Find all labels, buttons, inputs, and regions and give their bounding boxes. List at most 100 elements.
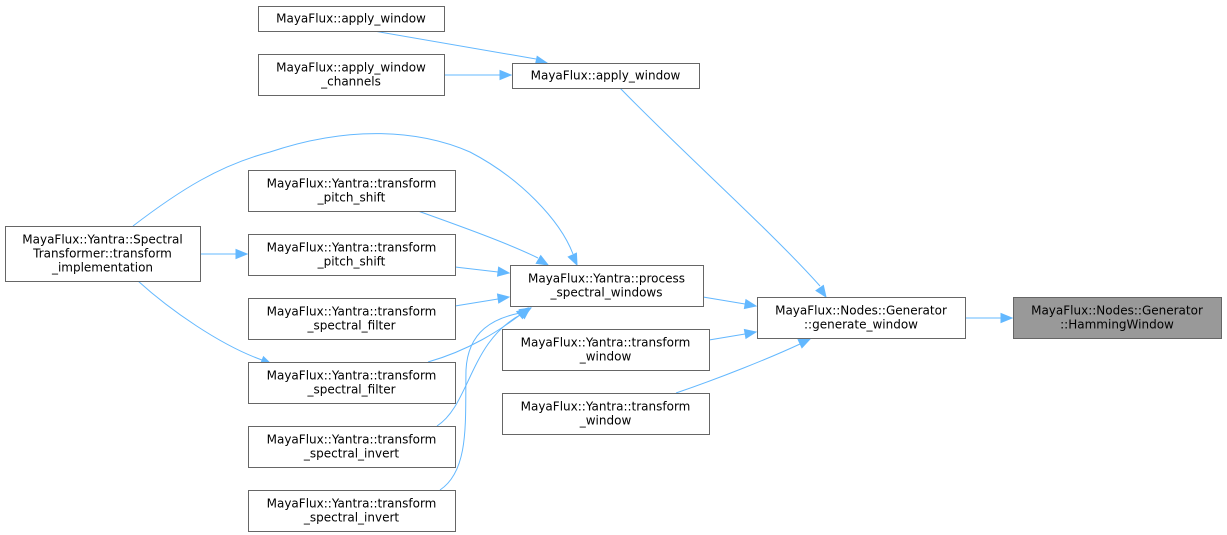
nodes-layer: MayaFlux::Nodes::Generator::HammingWindo… — [5, 6, 1222, 532]
edge-process_spectral_windows-to-generate_window — [702, 296, 758, 310]
edge-line — [132, 133, 574, 255]
arrowhead-icon — [743, 328, 758, 340]
edge-line — [454, 266, 499, 273]
edge-apply_window_top-to-apply_window_mid — [373, 30, 549, 66]
node-box — [1013, 297, 1222, 339]
node-label: ::generate_window — [804, 318, 918, 332]
node-box[interactable] — [248, 234, 456, 276]
node-spectral-filter-1[interactable]: MayaFlux::Yantra::transform_spectral_fil… — [248, 298, 456, 340]
arrowhead-icon — [496, 266, 511, 277]
edge-line — [454, 298, 499, 307]
node-generate-window[interactable]: MayaFlux::Nodes::Generator::generate_win… — [757, 297, 966, 339]
edge-transform_window_2-to-generate_window — [675, 338, 812, 394]
arrowhead-icon — [743, 298, 758, 310]
node-box[interactable] — [510, 265, 704, 307]
node-box[interactable] — [502, 393, 710, 435]
edge-line — [702, 296, 746, 305]
edge-apply_window_channels-to-apply_window_mid — [444, 69, 513, 81]
node-box[interactable] — [502, 329, 710, 371]
edge-line — [373, 30, 537, 60]
arrowhead-icon — [496, 293, 511, 304]
node-label: MayaFlux::Yantra::process — [528, 272, 685, 286]
arrowhead-icon — [499, 69, 513, 81]
node-label: _spectral_filter — [306, 383, 395, 397]
arrowhead-icon — [815, 284, 827, 299]
node-pitch-shift-2[interactable]: MayaFlux::Yantra::transform_pitch_shift — [248, 234, 456, 276]
edge-line — [436, 313, 523, 427]
node-box[interactable] — [5, 226, 201, 282]
arrowhead-icon — [535, 254, 550, 266]
node-label: MayaFlux::Yantra::transform — [267, 241, 437, 255]
node-label: _channels — [320, 75, 381, 89]
node-label: MayaFlux::apply_window — [531, 69, 681, 83]
node-label: _implementation — [51, 261, 153, 275]
node-box[interactable] — [248, 490, 456, 532]
arrowhead-icon — [235, 248, 249, 260]
edge-line — [708, 333, 746, 341]
node-label: MayaFlux::Yantra::transform — [267, 305, 437, 319]
node-box[interactable] — [248, 426, 456, 468]
arrowhead-icon — [797, 338, 812, 349]
edge-line — [439, 312, 521, 491]
arrowhead-icon — [567, 252, 578, 267]
node-label: _window — [579, 414, 632, 428]
node-label: ::HammingWindow — [1060, 318, 1174, 332]
edge-line — [417, 210, 539, 259]
node-label: MayaFlux::Yantra::transform — [267, 497, 437, 511]
node-label: MayaFlux::Yantra::transform — [521, 400, 691, 414]
edge-line — [675, 343, 801, 394]
edges-layer — [132, 30, 1014, 491]
node-apply-window-channels[interactable]: MayaFlux::apply_window_channels — [258, 54, 445, 96]
node-label: _window — [579, 350, 632, 364]
node-pitch-shift-1[interactable]: MayaFlux::Yantra::transform_pitch_shift — [248, 170, 456, 212]
node-label: _spectral_windows — [550, 286, 663, 300]
edge-apply_window_mid-to-generate_window — [619, 87, 827, 299]
node-transform-window-1[interactable]: MayaFlux::Yantra::transform_window — [502, 329, 710, 371]
node-label: MayaFlux::Yantra::transform — [267, 433, 437, 447]
node-label: _spectral_invert — [303, 511, 400, 525]
node-box[interactable] — [512, 63, 700, 89]
edge-transform_window_1-to-generate_window — [708, 328, 758, 341]
node-box[interactable] — [248, 298, 456, 340]
node-box[interactable] — [248, 362, 456, 404]
edge-spectral_transformer_impl-to-pitch_shift_2 — [200, 248, 249, 260]
node-spectral-filter-2[interactable]: MayaFlux::Yantra::transform_spectral_fil… — [248, 362, 456, 404]
node-box[interactable] — [248, 170, 456, 212]
node-label: MayaFlux::Nodes::Generator — [1031, 304, 1203, 318]
arrowhead-icon — [1000, 312, 1014, 324]
node-label: _pitch_shift — [317, 191, 386, 205]
node-spectral-transformer-impl[interactable]: MayaFlux::Yantra::SpectralTransformer::t… — [5, 226, 201, 282]
node-box[interactable] — [757, 297, 966, 339]
node-box[interactable] — [258, 54, 445, 96]
node-label: MayaFlux::Yantra::Spectral — [22, 233, 182, 247]
arrowhead-icon — [518, 307, 533, 319]
node-label: _spectral_filter — [306, 319, 395, 333]
node-label: MayaFlux::apply_window — [276, 61, 426, 75]
node-apply-window-top[interactable]: MayaFlux::apply_window — [258, 6, 445, 32]
edge-line — [137, 280, 263, 361]
node-label: MayaFlux::Nodes::Generator — [775, 304, 947, 318]
node-hamming: MayaFlux::Nodes::Generator::HammingWindo… — [1013, 297, 1222, 339]
edge-generate_window-to-hamming — [965, 312, 1014, 324]
node-label: MayaFlux::Yantra::transform — [267, 177, 437, 191]
node-spectral-invert-1[interactable]: MayaFlux::Yantra::transform_spectral_inv… — [248, 426, 456, 468]
node-label: MayaFlux::apply_window — [276, 12, 426, 26]
edge-spectral_invert_2-to-process_spectral_windows — [439, 307, 533, 491]
edge-spectral_transformer_impl-to-process_spectral_windows — [132, 133, 578, 267]
node-label: _spectral_invert — [303, 447, 400, 461]
node-label: Transformer::transform — [32, 247, 172, 261]
edge-pitch_shift_1-to-process_spectral_windows — [417, 210, 550, 266]
node-label: MayaFlux::Yantra::transform — [267, 369, 437, 383]
node-process-spectral-windows[interactable]: MayaFlux::Yantra::process_spectral_windo… — [510, 265, 704, 307]
node-apply-window-mid[interactable]: MayaFlux::apply_window — [512, 63, 700, 89]
node-label: MayaFlux::Yantra::transform — [521, 336, 691, 350]
node-transform-window-2[interactable]: MayaFlux::Yantra::transform_window — [502, 393, 710, 435]
edge-spectral_filter_1-to-process_spectral_windows — [454, 293, 511, 307]
node-label: _pitch_shift — [317, 255, 386, 269]
edge-line — [427, 314, 521, 363]
edge-pitch_shift_2-to-process_spectral_windows — [454, 266, 511, 277]
edge-line — [619, 87, 821, 287]
node-box[interactable] — [258, 6, 445, 32]
node-spectral-invert-2[interactable]: MayaFlux::Yantra::transform_spectral_inv… — [248, 490, 456, 532]
